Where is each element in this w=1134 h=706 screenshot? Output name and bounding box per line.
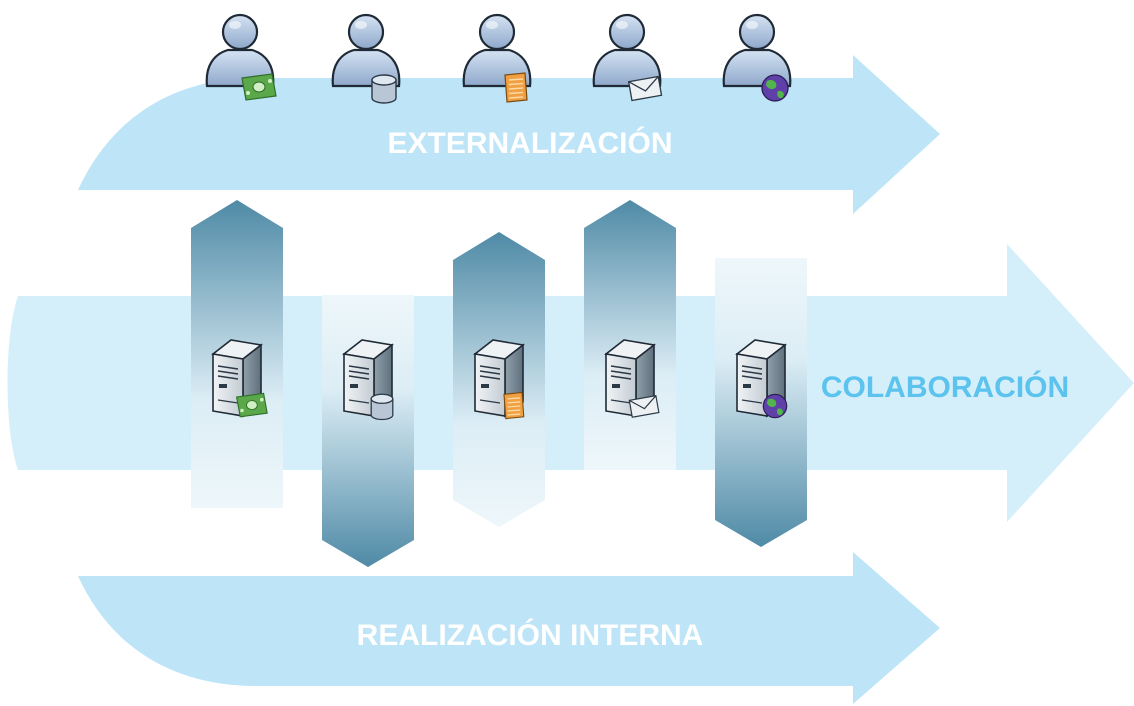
envelope-icon xyxy=(628,395,660,418)
server-icon xyxy=(735,339,788,419)
globe-icon xyxy=(762,393,788,419)
internal-realization-label: REALIZACIÓN INTERNA xyxy=(357,618,704,652)
document-icon xyxy=(503,391,525,420)
server-icon xyxy=(473,339,525,420)
money-icon xyxy=(241,73,277,101)
column-4 xyxy=(584,200,676,470)
user-icon xyxy=(592,13,663,102)
servers-row xyxy=(211,339,788,421)
users-row xyxy=(205,13,792,104)
user-icon xyxy=(722,13,792,102)
database-icon xyxy=(370,393,394,421)
externalization-arrow xyxy=(78,55,940,214)
money-icon xyxy=(235,392,268,418)
server-icon xyxy=(342,339,394,421)
database-icon xyxy=(371,74,397,104)
user-icon xyxy=(462,13,532,103)
server-icon xyxy=(211,339,268,418)
globe-icon xyxy=(761,74,789,102)
collaboration-arrow xyxy=(7,244,1134,522)
internal-realization-arrow xyxy=(78,552,940,704)
collaboration-label: COLABORACIÓN xyxy=(821,370,1069,404)
envelope-icon xyxy=(627,75,663,102)
document-icon xyxy=(504,72,528,103)
user-icon xyxy=(331,13,401,104)
column-2 xyxy=(322,295,414,567)
externalization-label: EXTERNALIZACIÓN xyxy=(388,126,673,160)
user-icon xyxy=(205,13,277,101)
server-icon xyxy=(604,339,660,418)
